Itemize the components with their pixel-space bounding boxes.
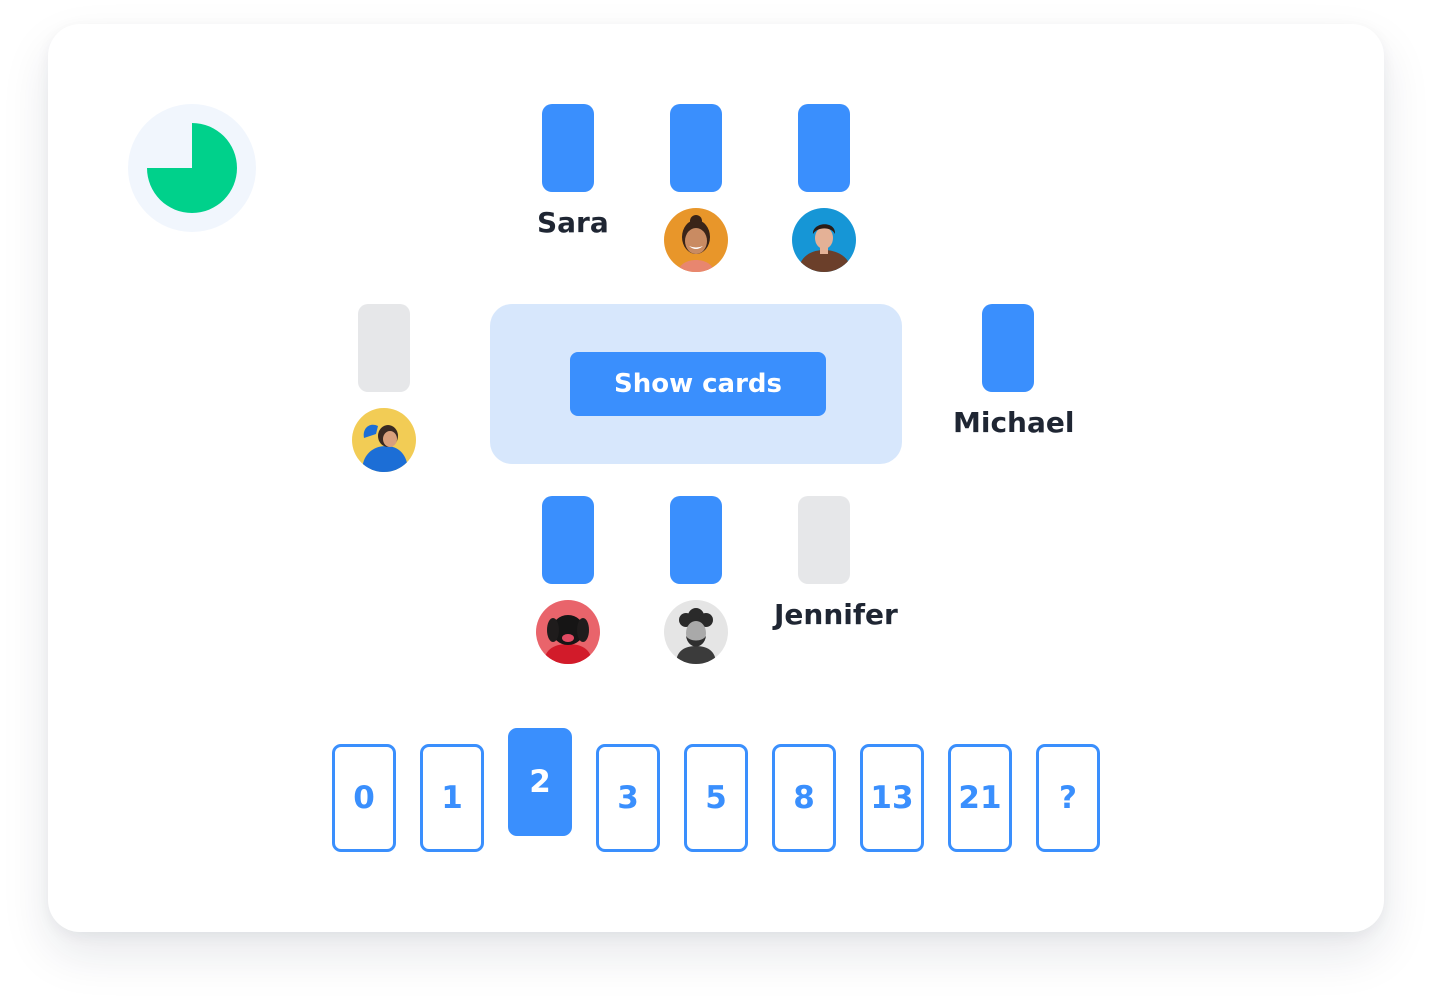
table-center: Show cards [490, 304, 902, 464]
vote-card-13[interactable]: 13 [860, 744, 924, 852]
round-timer [128, 104, 256, 232]
vote-card-5[interactable]: 5 [684, 744, 748, 852]
avatar-man-blue-sky [792, 208, 856, 272]
player-card-michael [982, 304, 1034, 392]
vote-card-3[interactable]: 3 [596, 744, 660, 852]
vote-card-1[interactable]: 1 [420, 744, 484, 852]
vote-card-2[interactable]: 2 [508, 728, 572, 836]
vote-card-21[interactable]: 21 [948, 744, 1012, 852]
player-card-top-right [798, 104, 850, 192]
player-name-jennifer: Jennifer [774, 598, 898, 631]
show-cards-button[interactable]: Show cards [570, 352, 826, 416]
player-card-top-middle [670, 104, 722, 192]
vote-card-0[interactable]: 0 [332, 744, 396, 852]
vote-card-8[interactable]: 8 [772, 744, 836, 852]
player-card-sara [542, 104, 594, 192]
timer-pie-icon [147, 123, 237, 213]
player-card-bottom-middle [670, 496, 722, 584]
player-card-jennifer [798, 496, 850, 584]
avatar-dog-red [536, 600, 600, 664]
player-name-michael: Michael [953, 406, 1075, 439]
avatar-person-yellow-bg [352, 408, 416, 472]
avatar-smiling-woman [664, 208, 728, 272]
avatar-curly-hair-man [664, 600, 728, 664]
vote-card-unknown[interactable]: ? [1036, 744, 1100, 852]
player-card-left [358, 304, 410, 392]
player-name-sara: Sara [537, 206, 609, 239]
player-card-bottom-left [542, 496, 594, 584]
